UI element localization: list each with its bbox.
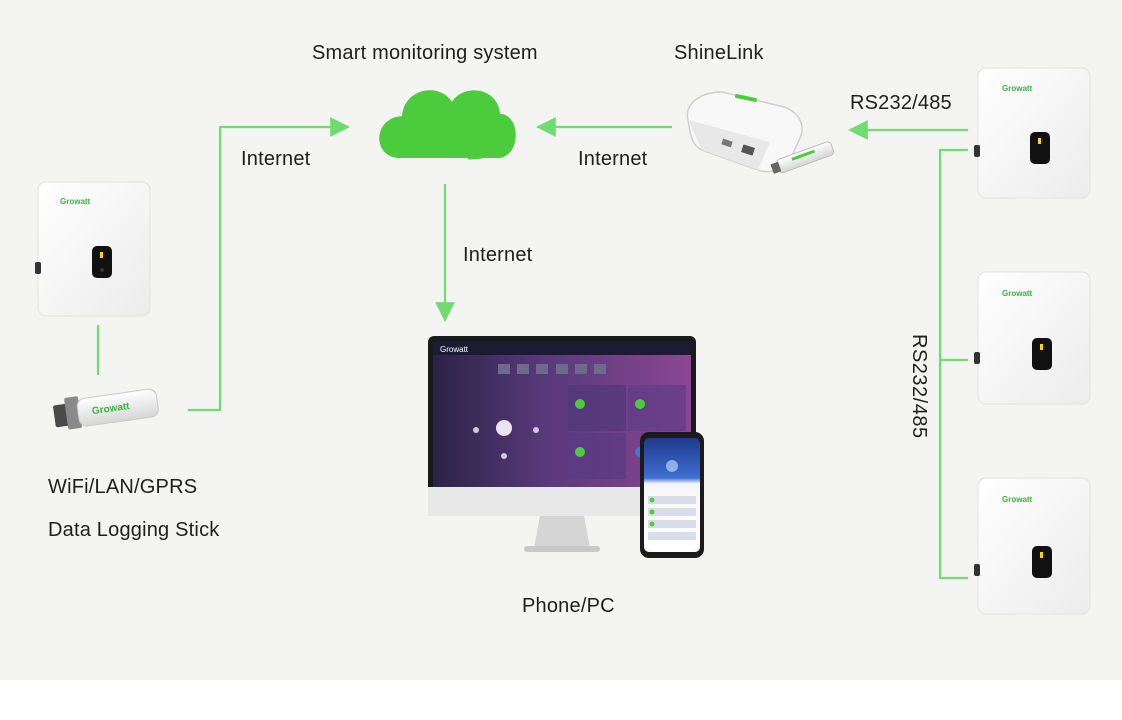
bottom-margin <box>0 680 1122 720</box>
svg-text:Growatt: Growatt <box>440 345 469 354</box>
svg-text:Growatt: Growatt <box>1002 495 1033 504</box>
stick-label-line2: Data Logging Stick <box>48 519 220 541</box>
inverter-icon: Growatt <box>35 181 151 317</box>
inverter-icon: Growatt <box>974 67 1091 199</box>
svg-text:Growatt: Growatt <box>91 401 131 417</box>
cloud-title: Smart monitoring system <box>312 42 538 64</box>
smartphone-icon <box>640 432 704 558</box>
rs-label-vertical: RS232/485 <box>908 334 930 439</box>
stick-to-cloud-arrow <box>188 117 350 412</box>
internet-label-left: Internet <box>241 148 311 170</box>
inverter-icon: Growatt <box>974 271 1091 405</box>
stick-label-line1: WiFi/LAN/GPRS <box>48 476 198 498</box>
svg-text:Growatt: Growatt <box>1002 84 1033 93</box>
logging-stick-icon: Growatt <box>53 388 159 430</box>
shinelink-title: ShineLink <box>674 42 764 64</box>
phone-pc-label: Phone/PC <box>522 595 615 617</box>
diagram-canvas: Growatt Growatt Growatt Growatt Growatt <box>0 0 1122 680</box>
cloud-icon <box>379 90 516 160</box>
rs-label-top: RS232/485 <box>850 92 952 114</box>
shinelink-router-icon <box>686 91 835 174</box>
rs485-bus-line <box>938 148 968 580</box>
connector-lines <box>96 117 968 580</box>
connection-diagram: Growatt Growatt Growatt Growatt Growatt <box>35 67 1091 615</box>
internet-label-down: Internet <box>463 244 533 266</box>
inverter-icon: Growatt <box>974 477 1091 615</box>
internet-label-right: Internet <box>578 148 648 170</box>
svg-text:Growatt: Growatt <box>60 197 91 206</box>
svg-text:Growatt: Growatt <box>1002 289 1033 298</box>
